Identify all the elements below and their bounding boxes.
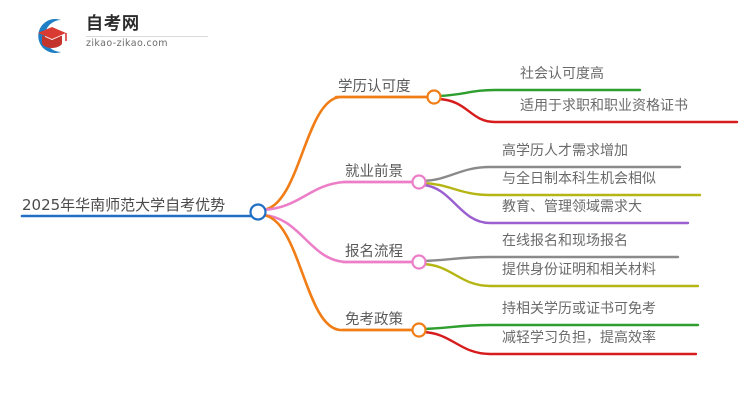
leaf-connector-1-1 bbox=[421, 181, 702, 197]
leaf-label-0-1[interactable]: 适用于求职和职业资格证书 bbox=[520, 98, 688, 114]
branch-label-2[interactable]: 报名流程 bbox=[345, 244, 403, 260]
leaf-label-3-0[interactable]: 持相关学历或证书可免考 bbox=[502, 301, 656, 317]
leaf-label-1-1[interactable]: 与全日制本科生机会相似 bbox=[502, 171, 656, 187]
branch-node-circle-1[interactable] bbox=[411, 174, 427, 190]
leaf-connector-1-0 bbox=[421, 165, 682, 183]
leaf-connector-2-0 bbox=[421, 255, 680, 263]
branch-label-1[interactable]: 就业前景 bbox=[345, 164, 403, 180]
graduation-cap-icon bbox=[38, 19, 67, 53]
leaf-connector-3-0 bbox=[421, 323, 700, 331]
leaf-label-0-0[interactable]: 社会认可度高 bbox=[520, 66, 604, 82]
trunk-to-branch-0 bbox=[261, 95, 432, 212]
leaf-connector-0-0 bbox=[436, 88, 642, 98]
leaf-connector-1-2 bbox=[421, 183, 690, 225]
logo-name-cn: 自考网 bbox=[86, 14, 140, 34]
branch-node-circle-2[interactable] bbox=[411, 254, 427, 270]
leaf-label-2-0[interactable]: 在线报名和现场报名 bbox=[502, 233, 628, 249]
root-node-circle[interactable] bbox=[249, 203, 267, 221]
leaf-connector-0-1 bbox=[436, 97, 739, 124]
leaf-label-3-1[interactable]: 减轻学习负担，提高效率 bbox=[502, 330, 656, 346]
logo-url: zikao-zikao.com bbox=[86, 38, 168, 49]
branch-label-3[interactable]: 免考政策 bbox=[345, 312, 403, 328]
trunk-to-branch-3 bbox=[261, 213, 417, 332]
trunk-to-branch-1 bbox=[261, 180, 417, 212]
branch-node-circle-3[interactable] bbox=[411, 322, 427, 338]
branch-node-circle-0[interactable] bbox=[426, 89, 442, 105]
leaf-connector-2-1 bbox=[421, 262, 700, 288]
logo-divider bbox=[86, 36, 208, 37]
root-node-label[interactable]: 2025年华南师范大学自考优势 bbox=[22, 196, 226, 214]
leaf-label-2-1[interactable]: 提供身份证明和相关材料 bbox=[502, 262, 656, 278]
branch-label-0[interactable]: 学历认可度 bbox=[338, 79, 411, 95]
leaf-label-1-2[interactable]: 教育、管理领域需求大 bbox=[502, 199, 642, 215]
leaf-connector-3-1 bbox=[421, 330, 698, 356]
leaf-label-1-0[interactable]: 高学历人才需求增加 bbox=[502, 143, 628, 159]
site-logo[interactable]: 自考网 zikao-zikao.com bbox=[30, 12, 210, 60]
